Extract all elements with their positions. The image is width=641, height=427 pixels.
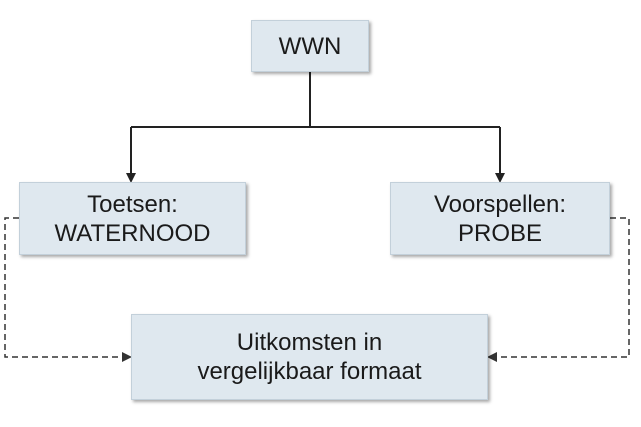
node-uitkomsten: Uitkomsten in vergelijkbaar formaat xyxy=(131,314,488,400)
node-voorspellen-line1: Voorspellen: xyxy=(433,190,567,218)
node-uitkomsten-line1: Uitkomsten in xyxy=(236,329,383,356)
node-toetsen-line1: Toetsen: xyxy=(87,190,178,218)
node-toetsen: Toetsen: WATERNOOD xyxy=(19,182,246,255)
node-wwn-label: WWN xyxy=(278,32,342,60)
node-voorspellen: Voorspellen: PROBE xyxy=(390,182,610,255)
dashed-arrow-left xyxy=(4,217,132,362)
node-toetsen-line2: WATERNOOD xyxy=(54,219,211,247)
node-voorspellen-line2: PROBE xyxy=(457,219,543,247)
node-wwn: WWN xyxy=(251,20,369,72)
node-uitkomsten-line2: vergelijkbaar formaat xyxy=(197,358,422,385)
